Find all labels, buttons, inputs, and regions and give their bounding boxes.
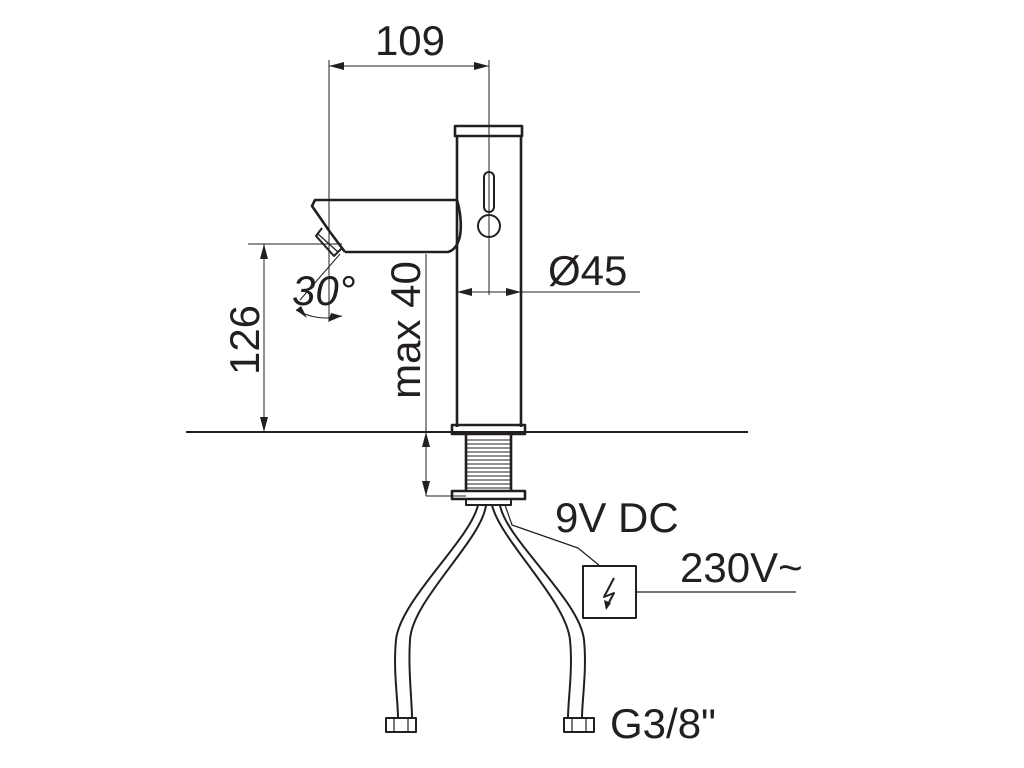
dimension-max-thickness-label: max 40 (382, 261, 429, 399)
sensor-cable: 9V DC (504, 494, 679, 567)
dimension-spout-reach: 109 (328, 17, 489, 320)
dimension-spout-angle-label: 30° (292, 267, 356, 314)
dimension-max-thickness: max 40 (382, 254, 466, 497)
thread-size-label: G3/8" (610, 700, 716, 747)
spout (310, 198, 463, 257)
dimension-height-label: 126 (221, 305, 268, 375)
dimension-diameter: Ø45 (457, 247, 640, 296)
dimension-spout-angle: 30° (292, 253, 356, 322)
sensor-voltage-label: 9V DC (555, 494, 679, 541)
lightning-icon (603, 577, 615, 610)
dimension-diameter-label: Ø45 (548, 247, 627, 294)
dimension-spout-reach-label: 109 (375, 17, 445, 64)
power-supply-box: 230V~ (582, 544, 803, 619)
supply-hose-right (491, 504, 595, 733)
threaded-shank (450, 434, 527, 506)
dimension-height: 126 (221, 243, 342, 432)
supply-hose-left (385, 504, 487, 733)
sensor-window (477, 171, 501, 238)
mains-voltage-label: 230V~ (680, 544, 803, 591)
faucet-body (450, 60, 527, 436)
